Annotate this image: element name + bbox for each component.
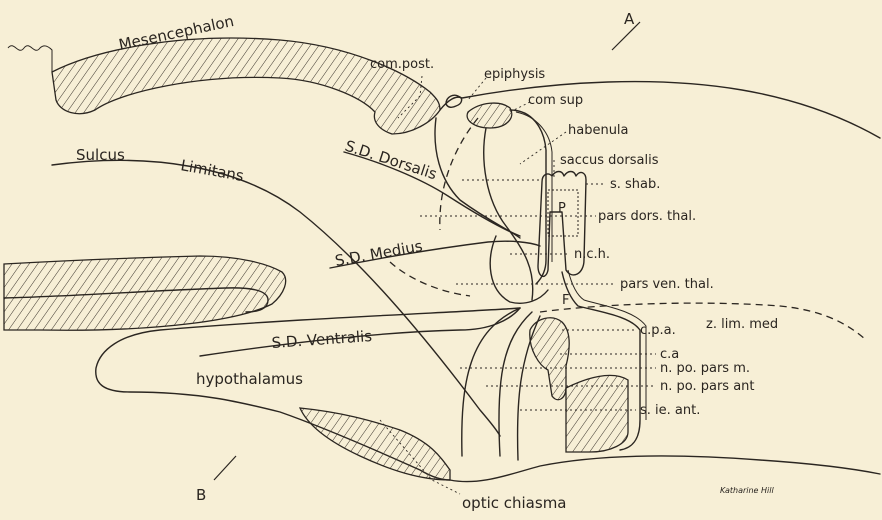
label-com-post: com.post.	[370, 57, 434, 72]
label-com-sup: com sup	[528, 93, 583, 108]
label-b: B	[196, 486, 206, 504]
com-sup-blob	[467, 103, 512, 128]
thalamus-outline-upper	[435, 118, 520, 238]
label-npo-pars-m: n. po. pars m.	[660, 361, 750, 376]
label-nch: n.c.h.	[574, 247, 610, 262]
wavy-edge	[8, 46, 52, 72]
label-habenula: habenula	[568, 123, 629, 138]
label-pars-dors-thal: pars dors. thal.	[598, 209, 696, 224]
label-cpa: c.p.a.	[640, 323, 676, 338]
artist-signature: Katharine Hill	[720, 486, 774, 495]
label-p: P	[558, 201, 566, 216]
floor-contour	[450, 456, 880, 482]
optic-chiasma-band	[300, 408, 450, 480]
ventral-fold	[4, 256, 286, 330]
label-s-shab: s. shab.	[610, 177, 660, 192]
label-a: A	[624, 10, 635, 28]
label-pars-ven-thal: pars ven. thal.	[620, 277, 714, 292]
hypothalamus-curve-b	[499, 312, 532, 456]
label-sulcus: Sulcus	[76, 146, 125, 164]
label-sie-ant: s. ie. ant.	[640, 403, 700, 418]
label-sd-medius: S.D. Medius	[334, 237, 425, 270]
lower-hatch-column	[566, 375, 628, 452]
dashed-arc-2	[390, 262, 470, 296]
label-epiphysis: epiphysis	[484, 67, 545, 82]
mesencephalon-band	[52, 38, 440, 134]
label-limitans: Limitans	[179, 156, 245, 185]
dashed-arc-1	[440, 118, 478, 230]
label-sd-ventralis: S.D. Ventralis	[271, 327, 373, 352]
label-ca: c.a	[660, 347, 679, 362]
label-saccus-dorsalis: saccus dorsalis	[560, 153, 659, 168]
label-hypothalamus: hypothalamus	[196, 370, 303, 388]
label-npo-pars-ant: n. po. pars ant	[660, 379, 755, 394]
label-f: F	[562, 293, 569, 308]
label-sd-dorsalis: S.D. Dorsalis	[343, 137, 439, 184]
label-z-lim-med: z. lim. med	[706, 317, 778, 332]
label-optic-chiasma: optic chiasma	[462, 494, 567, 512]
section-marker-b	[214, 456, 236, 480]
